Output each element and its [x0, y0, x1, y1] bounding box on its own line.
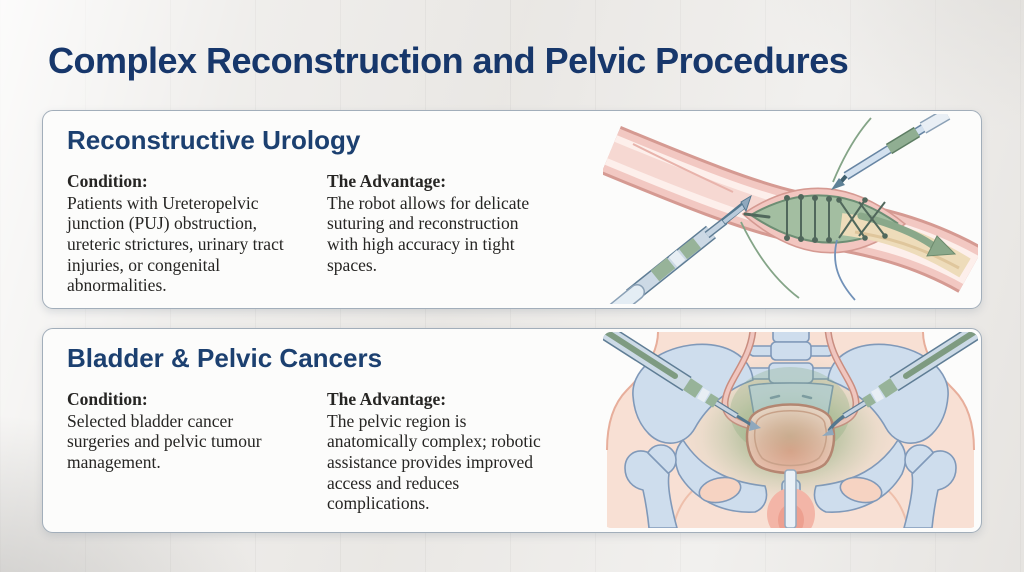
- condition-label: Condition:: [67, 171, 148, 191]
- card2-heading: Bladder & Pelvic Cancers: [67, 343, 383, 373]
- card-bladder-pelvic-cancers: Bladder & Pelvic Cancers Condition: Sele…: [42, 328, 982, 533]
- condition-text: Patients with Ureteropelvic junction (PU…: [67, 192, 284, 296]
- grasper-instrument: [609, 194, 752, 304]
- card1-condition-column: Condition: Patients with Ureteropelvic j…: [67, 171, 331, 296]
- advantage-text: The pelvic region is anatomically comple…: [327, 410, 541, 514]
- card2-advantage-column: The Advantage: The pelvic region is anat…: [327, 389, 579, 514]
- left-trocar-instrument: [603, 332, 761, 431]
- ureter-reconstruction-illustration: [603, 114, 978, 304]
- advantage-label: The Advantage:: [327, 389, 447, 409]
- card-reconstructive-urology: Reconstructive Urology Condition: Patien…: [42, 110, 982, 309]
- card2-condition-column: Condition: Selected bladder cancer surge…: [67, 389, 331, 473]
- card1-advantage-column: The Advantage: The robot allows for deli…: [327, 171, 579, 275]
- needle-driver-instrument: [831, 114, 951, 190]
- pelvic-anatomy-illustration: [603, 332, 978, 528]
- page-title: Complex Reconstruction and Pelvic Proced…: [48, 40, 849, 81]
- right-trocar-instrument: [822, 332, 978, 436]
- card1-heading: Reconstructive Urology: [67, 125, 361, 155]
- condition-label: Condition:: [67, 389, 148, 409]
- advantage-label: The Advantage:: [327, 171, 447, 191]
- condition-text: Selected bladder cancer surgeries and pe…: [67, 410, 262, 472]
- advantage-text: The robot allows for delicate suturing a…: [327, 192, 530, 275]
